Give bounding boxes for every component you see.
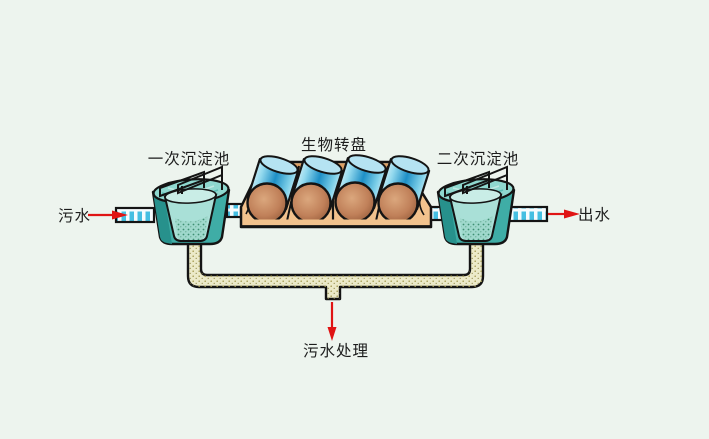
inlet-arrow [88,210,128,220]
biodisc-label: 生物转盘 [301,135,367,154]
inlet-label: 污水 [58,207,91,225]
sludge-arrowhead-icon [327,327,337,341]
outlet-label: 出水 [578,206,611,224]
primary-tank-label: 一次沉淀池 [148,150,231,168]
sludge-arrow [327,302,337,341]
sludge-pipe-speckles [188,243,483,299]
sludge-pipe-loop [186,241,485,301]
inlet-arrowhead-icon [112,210,128,220]
trough-front-lip [243,219,429,226]
sludge-treatment-label: 污水处理 [303,342,369,360]
outlet-arrow [548,209,580,219]
outlet-arrowhead-icon [564,209,580,219]
secondary-tank-label: 二次沉淀池 [437,150,520,168]
